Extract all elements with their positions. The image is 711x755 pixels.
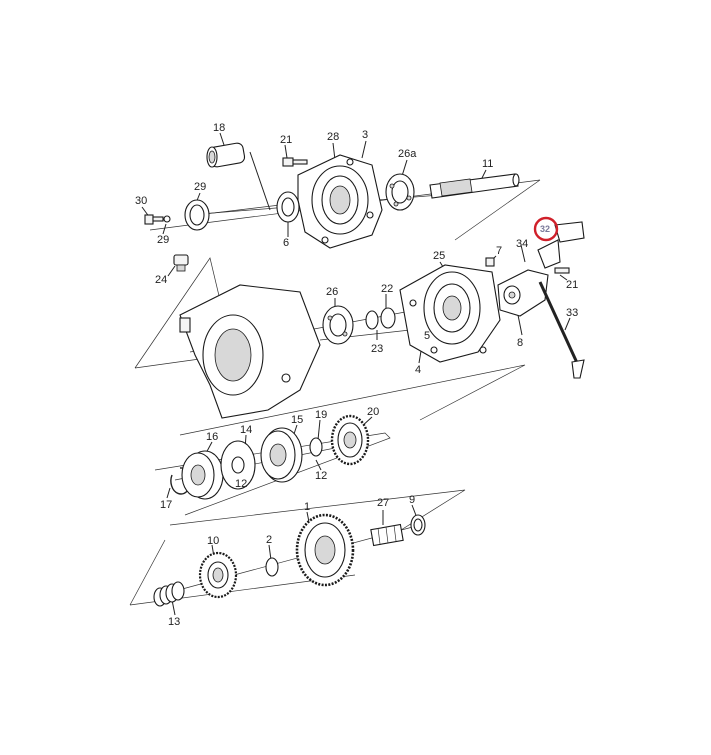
part-33-lever — [538, 281, 585, 379]
part-main-housing — [179, 284, 321, 419]
label-18: 18 — [213, 122, 225, 134]
label-25: 25 — [433, 250, 445, 262]
part-4-25-housing — [399, 264, 501, 363]
label-29: 29 — [194, 181, 206, 193]
part-30-screw — [144, 214, 171, 225]
part-labels: 18 21 28 3 26a 11 29 30 29 6 24 26 22 23… — [135, 122, 578, 628]
label-21b: 21 — [566, 279, 578, 291]
part-14-disc — [220, 440, 256, 490]
label-11: 11 — [482, 158, 493, 170]
part-22-23-rings — [365, 307, 396, 330]
label-34: 34 — [516, 238, 528, 250]
part-34-sensor — [537, 221, 585, 274]
label-12a: 12 — [235, 478, 247, 490]
label-4: 4 — [415, 364, 421, 376]
part-18-needle-bearing — [206, 142, 246, 168]
label-33: 33 — [566, 307, 578, 319]
part-20-gear — [330, 414, 370, 466]
label-24: 24 — [155, 274, 167, 286]
label-9: 9 — [409, 494, 415, 506]
label-5: 5 — [424, 330, 430, 342]
label-14: 14 — [240, 424, 252, 436]
part-21-bolt — [282, 157, 308, 167]
label-26: 26 — [326, 286, 338, 298]
part-8-bracket — [497, 269, 549, 317]
label-10: 10 — [207, 535, 219, 547]
label-26a: 26a — [398, 148, 417, 160]
part-26-bearing — [322, 305, 354, 345]
part-13-spring — [153, 581, 185, 607]
part-1-ring-gear — [295, 513, 355, 587]
label-29b: 29 — [157, 234, 169, 246]
part-27-needle-cage — [370, 523, 404, 547]
label-13: 13 — [168, 616, 180, 628]
label-16: 16 — [206, 431, 218, 443]
label-23: 23 — [371, 343, 383, 355]
label-32: 32 — [540, 224, 550, 234]
part-24-plug — [173, 254, 189, 272]
part-6-seal — [276, 191, 300, 223]
part-19-ring — [309, 437, 323, 457]
highlight-ring-32 — [533, 216, 559, 242]
label-21: 21 — [280, 134, 292, 146]
part-15-synchronizer — [260, 427, 303, 483]
part-16-hub — [181, 450, 224, 500]
label-1: 1 — [304, 501, 310, 513]
part-2-ring — [265, 557, 279, 577]
label-30: 30 — [135, 195, 147, 207]
part-7-bolt — [485, 257, 495, 267]
label-7: 7 — [496, 245, 502, 257]
label-3: 3 — [362, 129, 368, 141]
label-8: 8 — [517, 337, 523, 349]
label-19: 19 — [315, 409, 327, 421]
part-3-housing-cover — [297, 154, 383, 249]
part-11-output-shaft — [429, 173, 520, 199]
label-28: 28 — [327, 131, 339, 143]
label-6: 6 — [283, 237, 289, 249]
part-29-ring — [184, 199, 210, 231]
label-17: 17 — [160, 499, 172, 511]
label-20: 20 — [367, 406, 379, 418]
label-2: 2 — [266, 534, 272, 546]
label-27: 27 — [377, 497, 389, 509]
part-26a-bearing — [385, 173, 415, 211]
label-12b: 12 — [315, 470, 327, 482]
part-10-sun-gear — [198, 551, 238, 599]
label-15: 15 — [291, 414, 303, 426]
part-9-ring — [410, 514, 426, 536]
label-22: 22 — [381, 283, 393, 295]
